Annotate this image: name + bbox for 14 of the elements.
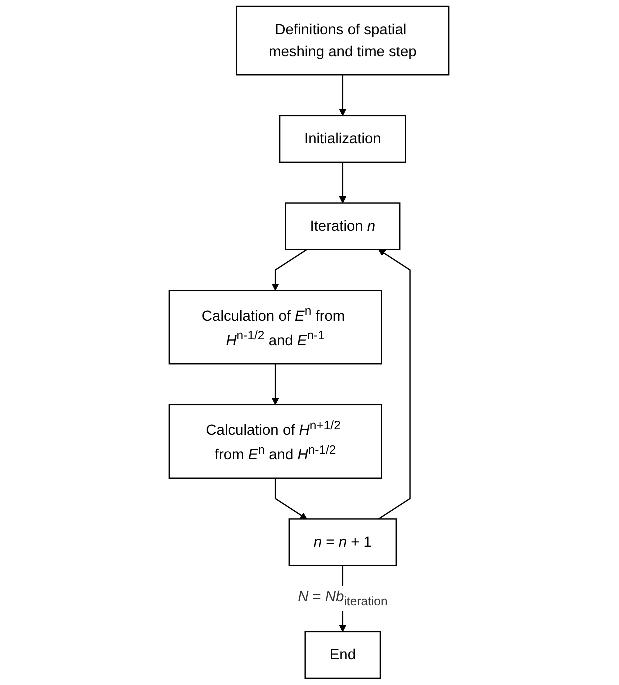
node-box: Calculation of H$^{n+1/2}$ from E$^{n}$ and H$^{n-1/2}$	[169, 404, 383, 479]
edge-label: N = Nb$_{iteration}$	[298, 588, 388, 609]
node-box: Initialization	[280, 115, 407, 164]
node-box: Definitions of spatial meshing and time step	[236, 6, 450, 76]
node-box: Iteration n	[285, 202, 401, 250]
node-box: n = n + 1	[289, 518, 398, 566]
arrow	[340, 162, 347, 204]
arrow	[272, 364, 280, 406]
arrow	[340, 75, 347, 116]
node-box: End	[305, 631, 382, 680]
arrow	[272, 249, 308, 291]
arrow	[275, 478, 308, 520]
arrow	[378, 249, 412, 520]
node-box: Calculation of E$^{n}$ from H$^{n-1/2}$ and E$^{n-1}$	[169, 290, 383, 365]
